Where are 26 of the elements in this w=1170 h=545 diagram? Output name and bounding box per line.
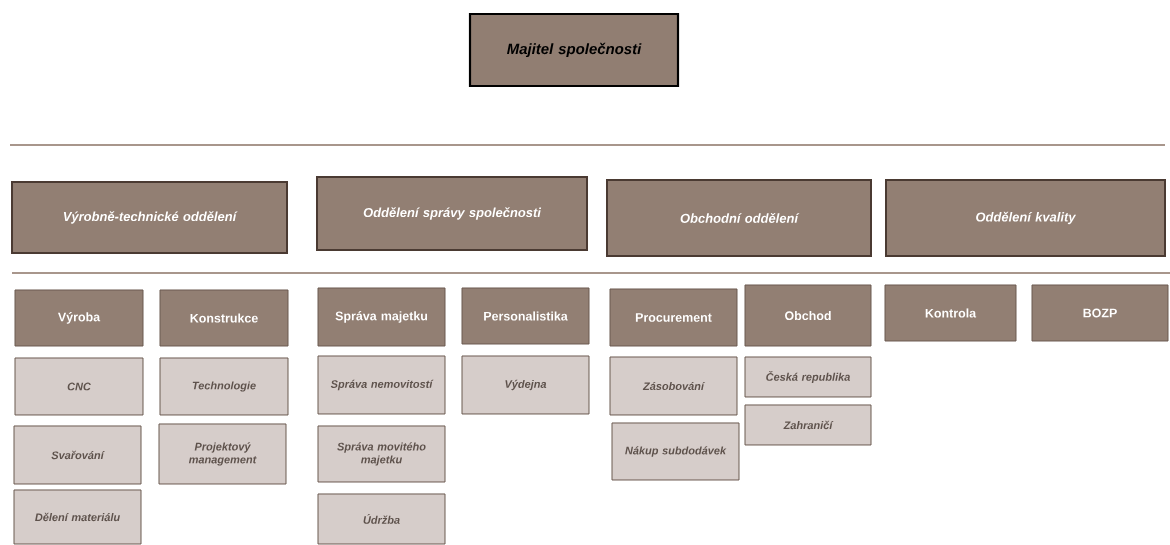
section-box: Dělení materiálu (13, 489, 142, 545)
section-box: Výdejna (461, 355, 590, 415)
unit-box: Kontrola (884, 284, 1017, 342)
department-box: Obchodní oddělení (606, 179, 872, 257)
department-box: Oddělení správy společnosti (316, 176, 588, 251)
unit-box: Procurement (609, 288, 738, 347)
section-box: Technologie (159, 357, 289, 416)
section-box: Projektový management (158, 423, 287, 485)
section-box: Česká republika (744, 356, 872, 398)
section-box: Svařování (13, 425, 142, 485)
department-box: Oddělení kvality (885, 179, 1166, 257)
section-box: Údržba (317, 493, 446, 545)
unit-box: BOZP (1031, 284, 1169, 342)
section-box: CNC (14, 357, 144, 416)
section-box: Správa movitého majetku (317, 425, 446, 483)
unit-box: Výroba (14, 289, 144, 347)
unit-box: Správa majetku (317, 287, 446, 347)
department-box: Výrobně-technické oddělení (11, 181, 288, 254)
section-box: Správa nemovitostí (317, 355, 446, 415)
unit-box: Konstrukce (159, 289, 289, 347)
top-box: Majitel společnosti (468, 12, 680, 88)
section-box: Zásobování (609, 356, 738, 416)
section-box: Zahraničí (744, 404, 872, 446)
section-box: Nákup subdodávek (611, 422, 740, 481)
unit-box: Personalistika (461, 287, 590, 345)
unit-box: Obchod (744, 284, 872, 347)
